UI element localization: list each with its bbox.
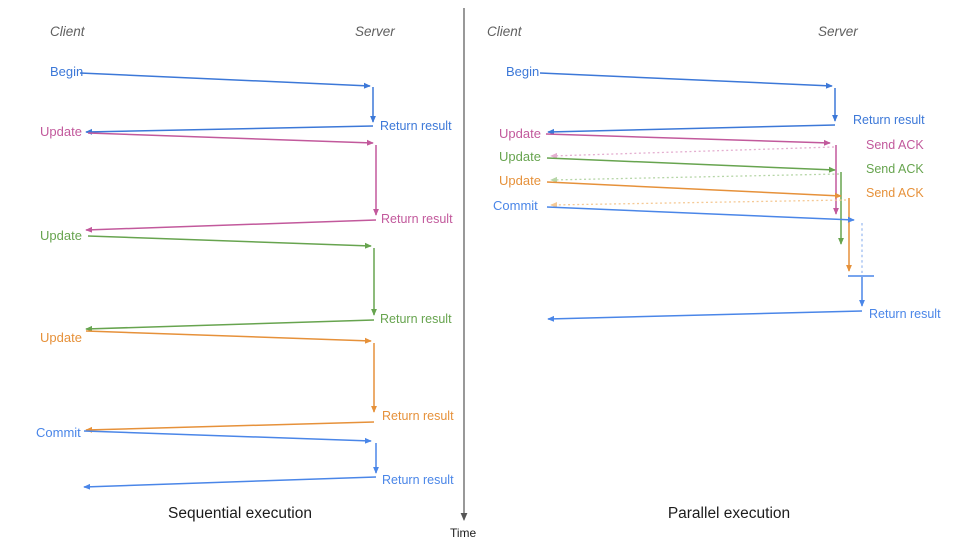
seq-begin-exchange: Begin Return result: [50, 64, 452, 135]
column-header-client: Client: [487, 24, 523, 39]
request-arrow: [545, 133, 831, 146]
message-label: Update: [40, 124, 82, 139]
message-label: Update: [499, 173, 541, 188]
response-label: Return result: [869, 307, 941, 321]
response-arrow: [83, 476, 377, 490]
column-header-client: Client: [50, 24, 86, 39]
sequential-panel: Client Server Begin Return result Update…: [36, 24, 454, 522]
seq-update2-exchange: Update Return result: [40, 228, 452, 332]
ack-dotted-arrow: [550, 173, 840, 183]
ack-label: Send ACK: [866, 162, 924, 176]
par-update2-exchange: Update Send ACK: [499, 149, 924, 245]
response-arrow: [547, 124, 836, 135]
message-label: Begin: [506, 64, 539, 79]
panel-title-parallel: Parallel execution: [668, 505, 790, 522]
par-update3-exchange: Update Send ACK: [499, 173, 924, 272]
message-label: Commit: [493, 198, 538, 213]
seq-commit-exchange: Commit Return result: [36, 425, 454, 490]
message-label: Update: [40, 330, 82, 345]
request-arrow: [83, 430, 372, 444]
request-arrow: [85, 330, 372, 344]
ack-label: Send ACK: [866, 186, 924, 200]
request-arrow: [539, 72, 833, 89]
column-header-server: Server: [818, 24, 858, 39]
seq-update1-exchange: Update Return result: [40, 124, 453, 233]
response-label: Return result: [382, 473, 454, 487]
par-commit-exchange: Commit Return result: [493, 198, 941, 322]
response-arrow: [85, 319, 375, 332]
response-label: Return result: [380, 312, 452, 326]
message-label: Update: [40, 228, 82, 243]
message-label: Commit: [36, 425, 81, 440]
message-label: Update: [499, 126, 541, 141]
request-arrow: [87, 132, 374, 146]
time-axis: Time: [450, 8, 477, 540]
response-label: Return result: [380, 119, 452, 133]
response-label: Return result: [853, 113, 925, 127]
request-arrow: [546, 206, 855, 223]
request-arrow: [546, 181, 842, 199]
response-arrow: [85, 421, 375, 433]
par-update1-exchange: Update Send ACK: [499, 126, 924, 215]
ack-label: Send ACK: [866, 138, 924, 152]
panel-title-sequential: Sequential execution: [168, 505, 312, 522]
message-label: Update: [499, 149, 541, 164]
request-arrow: [79, 72, 371, 89]
response-label: Return result: [381, 212, 453, 226]
ack-dotted-arrow: [550, 146, 835, 159]
response-label: Return result: [382, 409, 454, 423]
request-arrow: [87, 235, 372, 249]
response-arrow: [547, 310, 863, 322]
seq-update3-exchange: Update Return result: [40, 330, 454, 433]
request-arrow: [546, 157, 836, 173]
par-begin-exchange: Begin Return result: [506, 64, 925, 135]
response-arrow: [85, 219, 377, 233]
ack-dotted-arrow: [550, 199, 847, 208]
response-arrow: [85, 125, 374, 135]
parallel-panel: Client Server Begin Return result Update…: [487, 24, 941, 522]
column-header-server: Server: [355, 24, 395, 39]
time-axis-label: Time: [450, 526, 477, 540]
message-label: Begin: [50, 64, 83, 79]
